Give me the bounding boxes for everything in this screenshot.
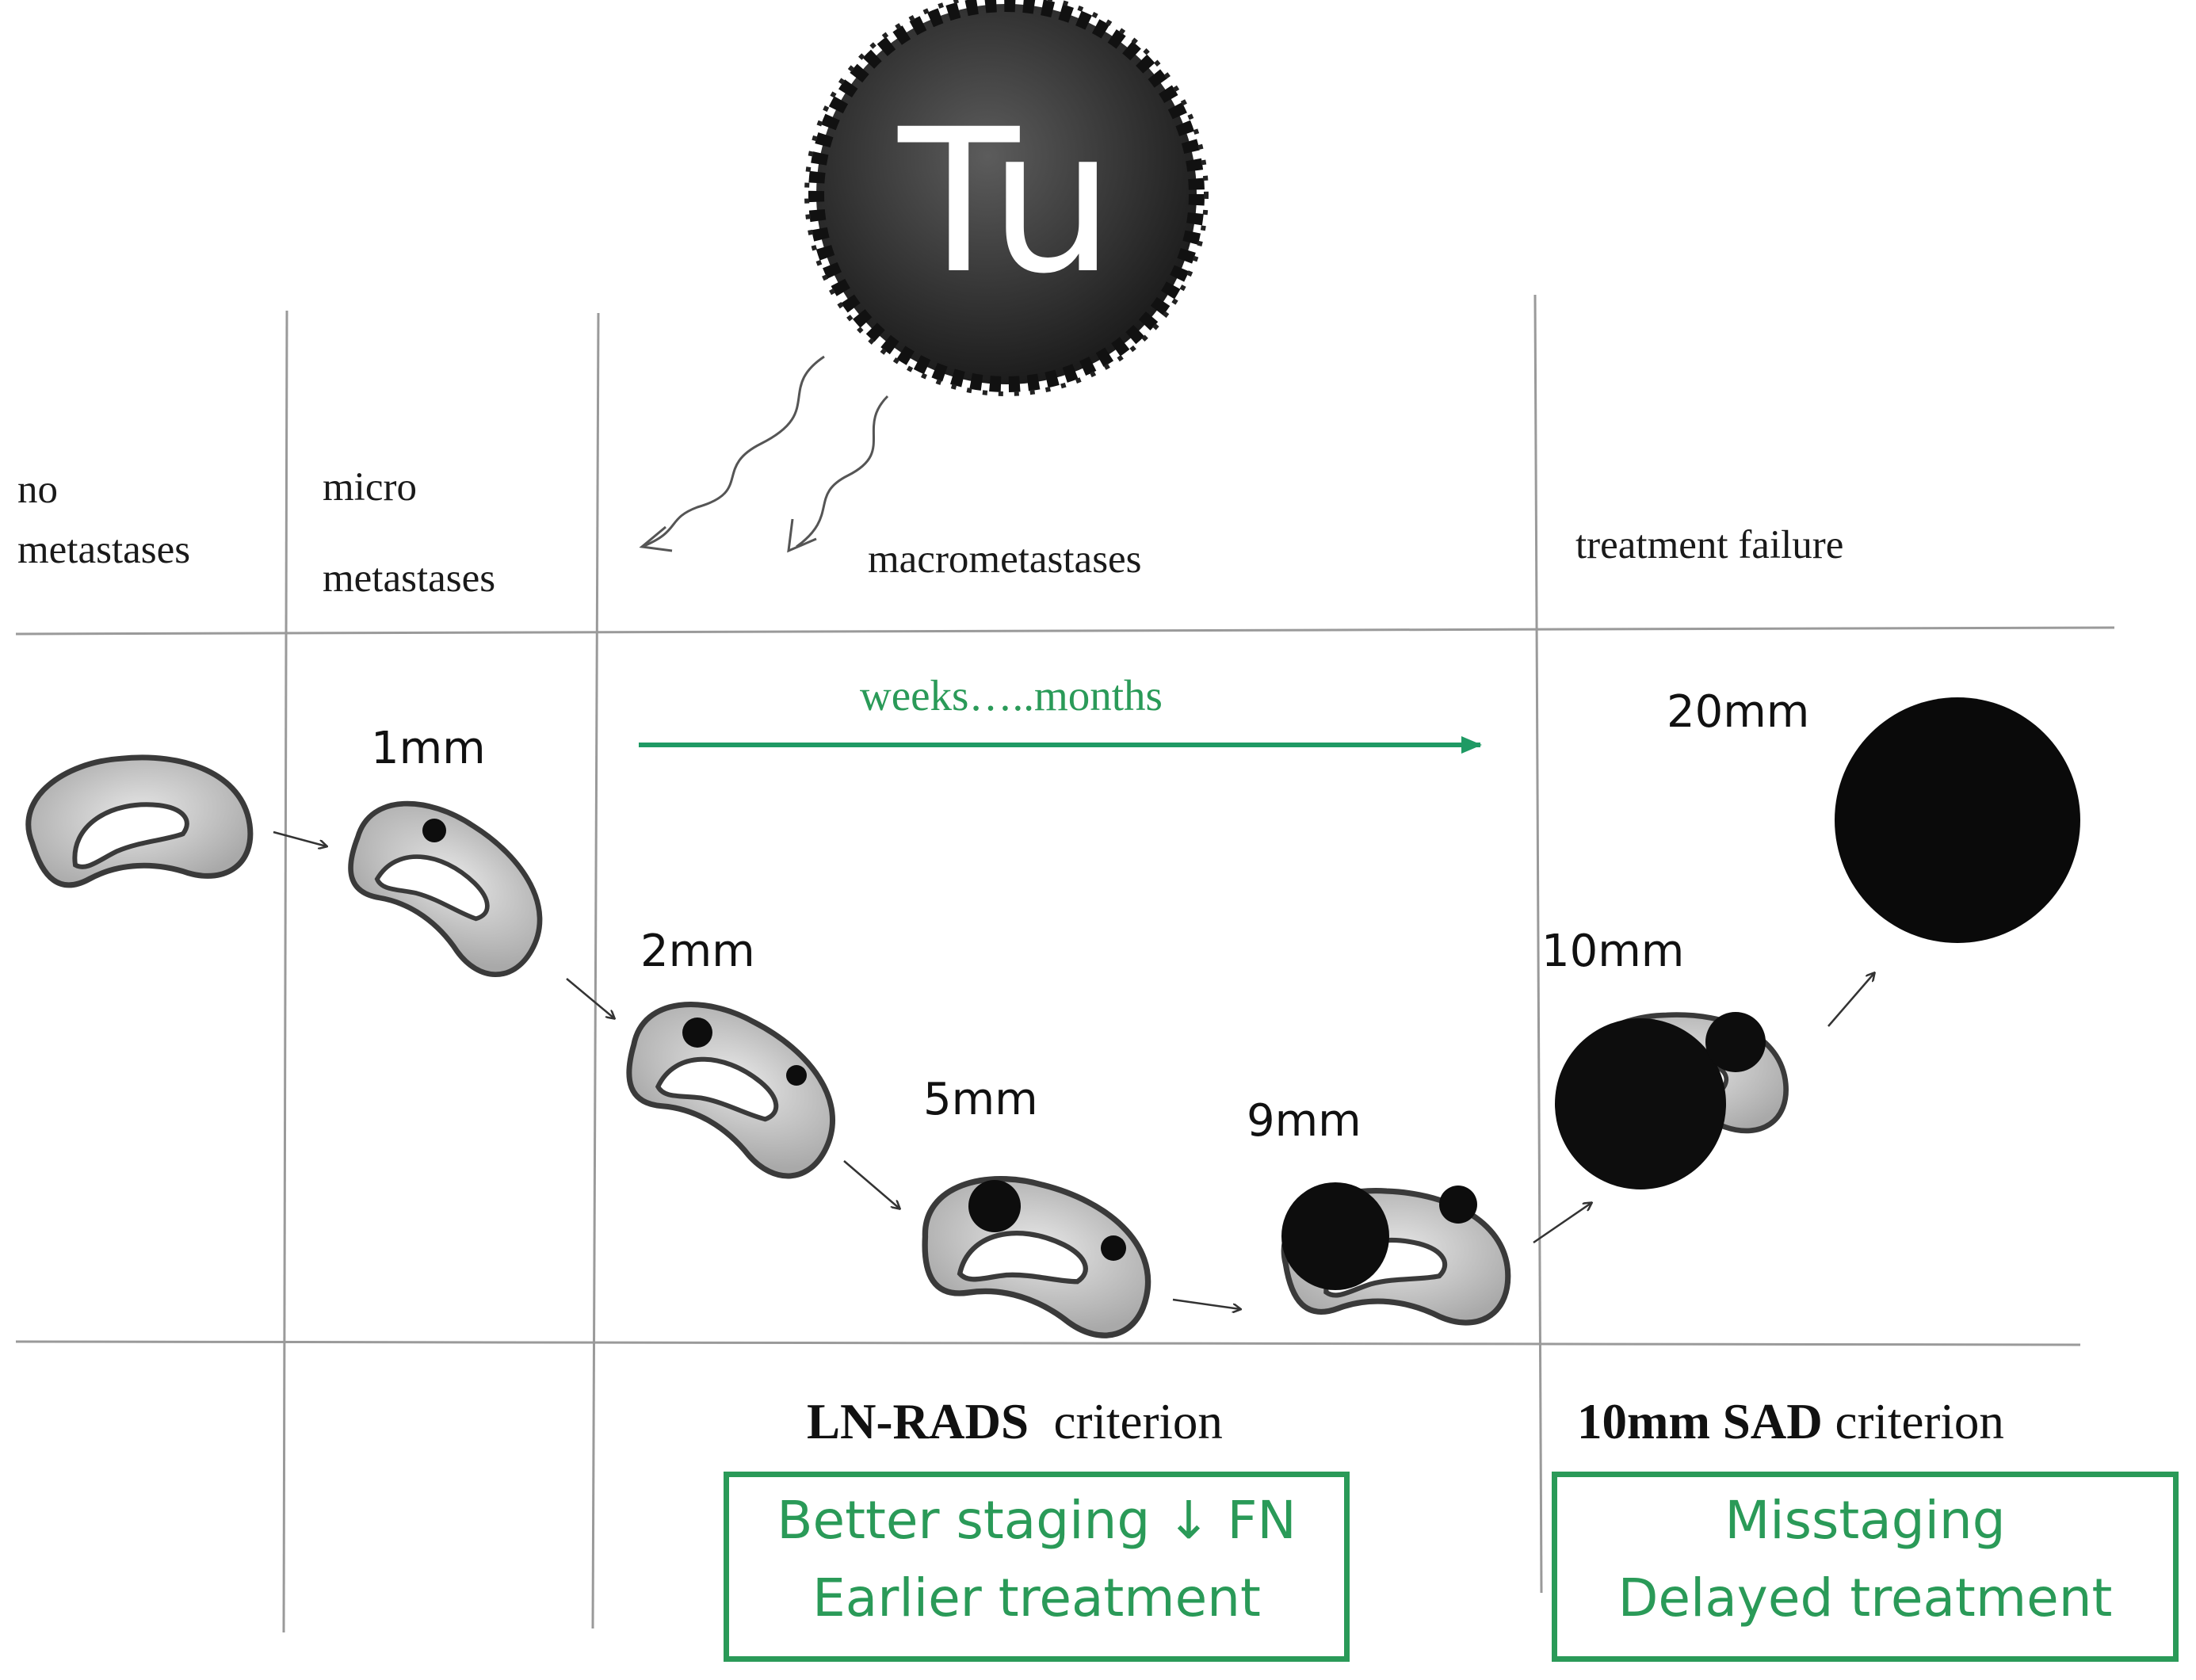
lymph-node-9mm bbox=[1281, 1182, 1508, 1323]
size-label-10mm: 10mm bbox=[1541, 926, 1685, 977]
lnrads-criterion-bold: LN-RADS bbox=[807, 1394, 1029, 1449]
column-treatment-failure: treatment failure bbox=[1575, 523, 1844, 567]
sad-criterion: 10mm SAD criterion bbox=[1577, 1393, 2004, 1451]
lymph-node-1mm bbox=[329, 777, 571, 988]
lymph-node-5mm bbox=[911, 1163, 1164, 1343]
lnrads-outcome-box: Better staging ↓ FN Earlier treatment bbox=[724, 1472, 1350, 1662]
column-micro-metastases: micro metastases bbox=[323, 442, 495, 624]
sad-criterion-rest: criterion bbox=[1835, 1394, 2004, 1449]
lnrads-outcome-line2: Earlier treatment bbox=[812, 1567, 1261, 1628]
lnrads-criterion-rest: criterion bbox=[1053, 1394, 1223, 1449]
lymph-node-10mm bbox=[1555, 1005, 1789, 1189]
tumor-circle bbox=[804, 0, 1209, 396]
column-no-metastases-line1: no bbox=[17, 468, 58, 512]
size-label-2mm: 2mm bbox=[640, 926, 755, 977]
lymph-node-20mm bbox=[1835, 697, 2080, 943]
row-divider-bottom bbox=[15, 1340, 2081, 1346]
column-no-metastases: no metastases bbox=[17, 460, 190, 580]
column-divider-1 bbox=[282, 310, 288, 1633]
size-label-9mm: 9mm bbox=[1247, 1095, 1362, 1147]
timeline-label: weeks…..months bbox=[860, 671, 1163, 720]
progression-arrows bbox=[273, 830, 1874, 1309]
sad-outcome-box: Misstaging Delayed treatment bbox=[1552, 1472, 2179, 1662]
lymph-node-no-metastases bbox=[21, 742, 256, 900]
size-label-1mm: 1mm bbox=[371, 723, 486, 774]
sad-outcome-line2: Delayed treatment bbox=[1617, 1567, 2113, 1628]
row-divider-top bbox=[15, 626, 2115, 636]
column-micro-metastases-line1: micro bbox=[323, 465, 417, 510]
lnrads-criterion: LN-RADS criterion bbox=[807, 1393, 1223, 1451]
lnrads-outcome-line1: Better staging ↓ FN bbox=[777, 1490, 1297, 1551]
sad-outcome-line1: Misstaging bbox=[1724, 1490, 2006, 1551]
column-divider-2 bbox=[591, 312, 600, 1629]
grid-lines bbox=[15, 294, 2115, 1633]
size-label-5mm: 5mm bbox=[923, 1074, 1038, 1125]
column-no-metastases-line2: metastases bbox=[17, 528, 191, 572]
sad-criterion-bold: 10mm SAD bbox=[1577, 1394, 1823, 1449]
wavy-arrow-1-head bbox=[639, 525, 673, 552]
column-divider-3 bbox=[1533, 294, 1543, 1594]
wavy-arrow-1 bbox=[641, 355, 825, 548]
tumor-spread-arrows bbox=[639, 355, 889, 553]
column-macrometastases: macrometastases bbox=[868, 537, 1142, 582]
wavy-arrow-2 bbox=[796, 395, 889, 548]
wavy-arrow-2-head bbox=[787, 518, 817, 553]
size-label-20mm: 20mm bbox=[1667, 686, 1810, 738]
column-micro-metastases-line2: metastases bbox=[323, 556, 496, 601]
lymph-node-2mm bbox=[608, 979, 861, 1189]
tumor-label: Tu bbox=[898, 86, 1115, 317]
